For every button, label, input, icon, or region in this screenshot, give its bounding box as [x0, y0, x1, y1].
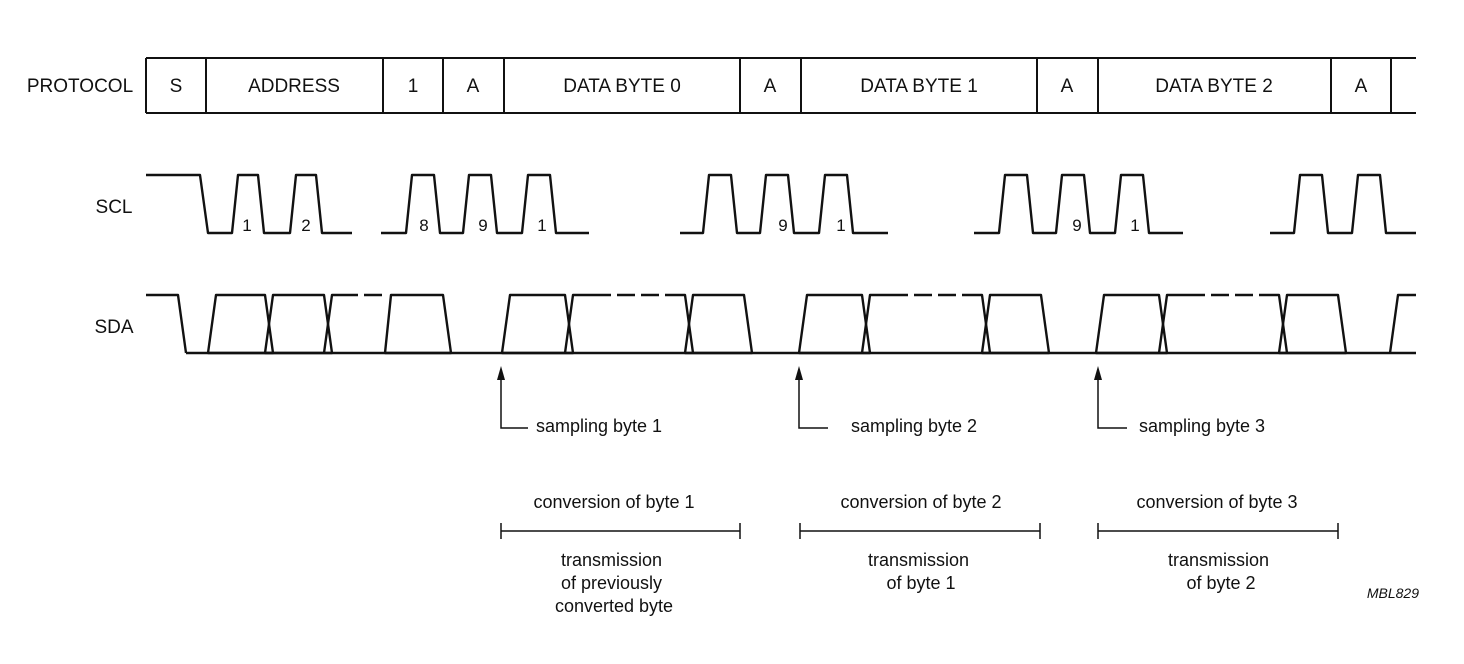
- protocol-field-rw: 1: [408, 76, 419, 97]
- transmission-label: transmission of byte 1: [868, 550, 974, 593]
- protocol-field-data-byte-1: DATA BYTE 1: [860, 76, 978, 97]
- scl-row-label: SCL: [96, 197, 133, 218]
- scl-waveform: [146, 173, 1416, 235]
- protocol-field-ack: A: [1061, 76, 1074, 97]
- sampling-label: sampling byte 3: [1139, 416, 1265, 436]
- transmission-label: transmission of byte 2: [1168, 550, 1274, 593]
- transmission-line: of previously: [561, 573, 662, 593]
- conversion-label: conversion of byte 2: [840, 492, 1001, 512]
- transmission-line: transmission: [561, 550, 662, 570]
- protocol-field-address: ADDRESS: [248, 76, 340, 97]
- protocol-frame: [145, 57, 1416, 114]
- scl-pulse-number: 1: [1130, 216, 1139, 235]
- conversion-label: conversion of byte 1: [533, 492, 694, 512]
- scl-pulse-number: 1: [242, 216, 251, 235]
- sda-waveform: [146, 293, 1416, 355]
- scl-pulse-number: 9: [1072, 216, 1081, 235]
- transmission-line: converted byte: [555, 596, 673, 616]
- protocol-field-ack: A: [764, 76, 777, 97]
- sampling-label: sampling byte 2: [851, 416, 977, 436]
- protocol-field-labels: S ADDRESS 1 A DATA BYTE 0 A DATA BYTE 1 …: [170, 76, 1368, 97]
- transmission-line: transmission: [1168, 550, 1269, 570]
- arrow-up-icon: [497, 366, 505, 380]
- figure-reference: MBL829: [1367, 585, 1419, 601]
- scl-pulse-number: 1: [537, 216, 546, 235]
- scl-pulse-number: 8: [419, 216, 428, 235]
- transmission-label: transmission of previously converted byt…: [555, 550, 673, 616]
- scl-pulse-number: 1: [836, 216, 845, 235]
- scl-pulse-number: 9: [478, 216, 487, 235]
- scl-pulse-number: 9: [778, 216, 787, 235]
- protocol-field-ack: A: [467, 76, 480, 97]
- sda-row-label: SDA: [94, 317, 133, 338]
- protocol-field-data-byte-0: DATA BYTE 0: [563, 76, 681, 97]
- transmission-line: of byte 1: [886, 573, 955, 593]
- sampling-arrowheads: [497, 366, 1102, 380]
- protocol-row-label: PROTOCOL: [27, 76, 133, 97]
- conversion-label: conversion of byte 3: [1136, 492, 1297, 512]
- transmission-line: transmission: [868, 550, 969, 570]
- sampling-markers: [500, 378, 1127, 429]
- arrow-up-icon: [1094, 366, 1102, 380]
- protocol-field-data-byte-2: DATA BYTE 2: [1155, 76, 1273, 97]
- protocol-field-ack: A: [1355, 76, 1368, 97]
- transmission-line: of byte 2: [1186, 573, 1255, 593]
- protocol-field-start: S: [170, 76, 183, 97]
- scl-pulse-number: 2: [301, 216, 310, 235]
- arrow-up-icon: [795, 366, 803, 380]
- scl-pulse-numbers: 1 2 8 9 1 9 1 9 1: [242, 216, 1139, 235]
- sampling-label: sampling byte 1: [536, 416, 662, 436]
- conversion-brackets: [500, 523, 1339, 539]
